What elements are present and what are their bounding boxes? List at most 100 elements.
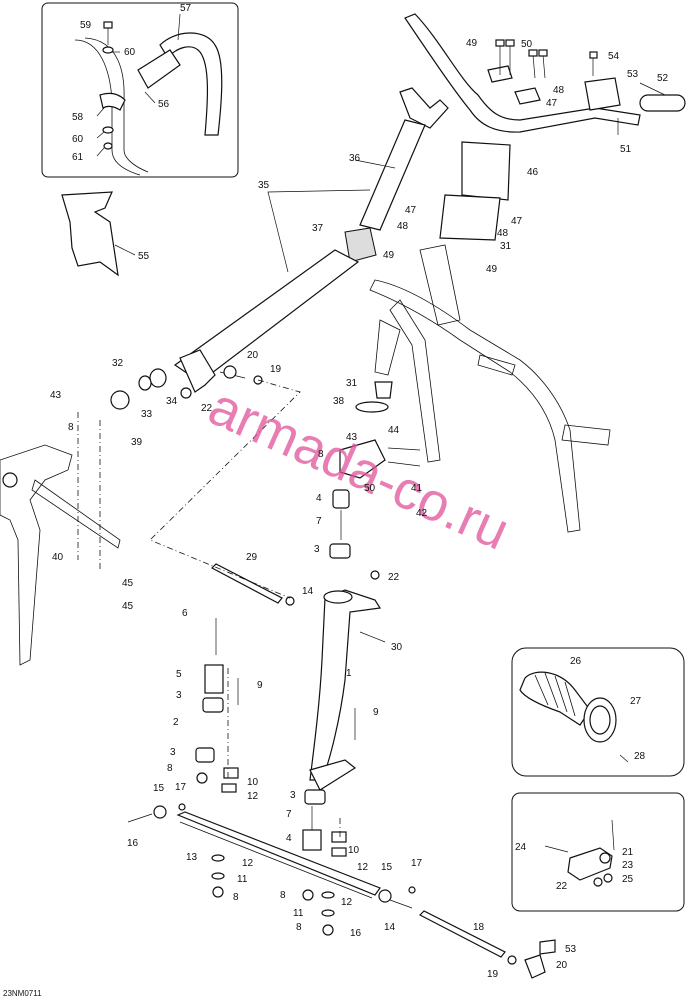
- part-label-l20b: 20: [556, 960, 568, 971]
- part-label-l15b: 15: [381, 862, 393, 873]
- part-label-l2: 2: [173, 717, 179, 728]
- part-label-l39: 39: [131, 437, 143, 448]
- part-51-handlebar: [404, 13, 686, 135]
- part-label-l13: 13: [186, 852, 198, 863]
- inset-boot: [511, 647, 685, 777]
- part-label-l6: 6: [182, 608, 188, 619]
- part-label-l14a: 14: [302, 586, 314, 597]
- part-label-l28: 28: [634, 751, 646, 762]
- part-label-l47c: 47: [511, 216, 523, 227]
- part-label-l3a: 3: [314, 544, 320, 555]
- part-label-l44: 44: [388, 425, 400, 436]
- part-label-l17b: 17: [411, 858, 423, 869]
- part-label-l11a: 11: [237, 874, 248, 885]
- part-label-l34: 34: [166, 396, 178, 407]
- part-label-l31a: 31: [500, 241, 512, 252]
- part-label-l12c: 12: [357, 862, 369, 873]
- left-frame: [0, 412, 121, 666]
- part-label-l3c: 3: [170, 747, 176, 758]
- part-label-l27: 27: [630, 696, 642, 707]
- part-label-l31b: 31: [346, 378, 358, 389]
- part-label-l8a: 8: [68, 422, 74, 433]
- part-label-l24: 24: [515, 842, 527, 853]
- part-label-l12b: 12: [242, 858, 254, 869]
- part-label-l48c: 48: [497, 228, 509, 239]
- part-label-l22b: 22: [388, 572, 400, 583]
- part-label-l53b: 53: [565, 944, 577, 955]
- part-label-l30: 30: [391, 642, 403, 653]
- part-label-l20a: 20: [247, 350, 259, 361]
- part-label-l12d: 12: [341, 897, 353, 908]
- part-6-5-3-stack: [195, 618, 356, 857]
- part-label-l29: 29: [246, 552, 258, 563]
- part-label-l25: 25: [622, 874, 634, 885]
- part-label-l41: 41: [411, 483, 423, 494]
- part-label-l55: 55: [138, 251, 150, 262]
- part-label-l46: 46: [527, 167, 539, 178]
- part-label-l3d: 3: [290, 790, 296, 801]
- part-label-l15a: 15: [153, 783, 165, 794]
- part-18-tie-rod: [418, 910, 556, 979]
- part-label-l16b: 16: [350, 928, 362, 939]
- part-label-l19a: 19: [270, 364, 282, 375]
- part-label-l32: 32: [112, 358, 124, 369]
- part-label-l8d: 8: [233, 892, 239, 903]
- part-label-l48b: 48: [397, 221, 409, 232]
- part-label-l19b: 19: [487, 969, 499, 980]
- part-label-l57: 57: [180, 3, 192, 14]
- part-55-plate: [61, 191, 136, 277]
- frame-structure: [355, 141, 611, 533]
- part-label-l58: 58: [72, 112, 84, 123]
- part-label-l49b: 49: [383, 250, 395, 261]
- part-label-l45b: 45: [122, 601, 134, 612]
- part-label-l10a: 10: [247, 777, 259, 788]
- part-label-l54: 54: [608, 51, 620, 62]
- part-label-l33: 33: [141, 409, 153, 420]
- part-label-l59: 59: [80, 20, 92, 31]
- inset-handguard: [41, 2, 239, 178]
- part-label-l1: 1: [346, 668, 352, 679]
- drawing-code: 23NM0711: [3, 989, 42, 998]
- part-13-rail: [127, 803, 416, 936]
- part-label-l4b: 4: [286, 833, 292, 844]
- part-label-l42: 42: [416, 508, 428, 519]
- part-label-l43b: 43: [346, 432, 358, 443]
- part-label-l49c: 49: [486, 264, 498, 275]
- part-label-l8b: 8: [318, 449, 324, 460]
- part-label-l23: 23: [622, 860, 634, 871]
- part-label-l9a: 9: [257, 680, 263, 691]
- part-label-l8f: 8: [296, 922, 302, 933]
- part-label-l16a: 16: [127, 838, 139, 849]
- part-label-l49a: 49: [466, 38, 478, 49]
- part-label-l9b: 9: [373, 707, 379, 718]
- part-label-l10b: 10: [348, 845, 360, 856]
- part-label-l37: 37: [312, 223, 324, 234]
- part-label-l3b: 3: [176, 690, 182, 701]
- inset-ball-joint: [511, 792, 685, 912]
- part-label-l26: 26: [570, 656, 582, 667]
- datum-lines: [149, 379, 341, 840]
- part-label-l60a: 60: [124, 47, 136, 58]
- part-label-l18: 18: [473, 922, 485, 933]
- part-label-l48a: 48: [553, 85, 565, 96]
- part-label-l4a: 4: [316, 493, 322, 504]
- part-label-l14b: 14: [384, 922, 396, 933]
- part-label-l47a: 47: [546, 98, 558, 109]
- part-label-l53a: 53: [627, 69, 639, 80]
- part-label-l22a: 22: [201, 403, 213, 414]
- part-label-l11b: 11: [293, 908, 304, 919]
- part-label-l12a: 12: [247, 791, 259, 802]
- part-label-l50a: 50: [521, 39, 533, 50]
- part-label-l7a: 7: [316, 516, 322, 527]
- part-1-steering-post: [309, 439, 421, 791]
- part-label-l5: 5: [176, 669, 182, 680]
- part-label-l51: 51: [620, 144, 632, 155]
- part-29-rod: [211, 563, 295, 606]
- part-label-l36: 36: [349, 153, 361, 164]
- part-label-l22c: 22: [556, 881, 568, 892]
- part-label-l17a: 17: [175, 782, 187, 793]
- part-label-l45a: 45: [122, 578, 134, 589]
- part-label-l56: 56: [158, 99, 170, 110]
- part-label-l50b: 50: [364, 483, 376, 494]
